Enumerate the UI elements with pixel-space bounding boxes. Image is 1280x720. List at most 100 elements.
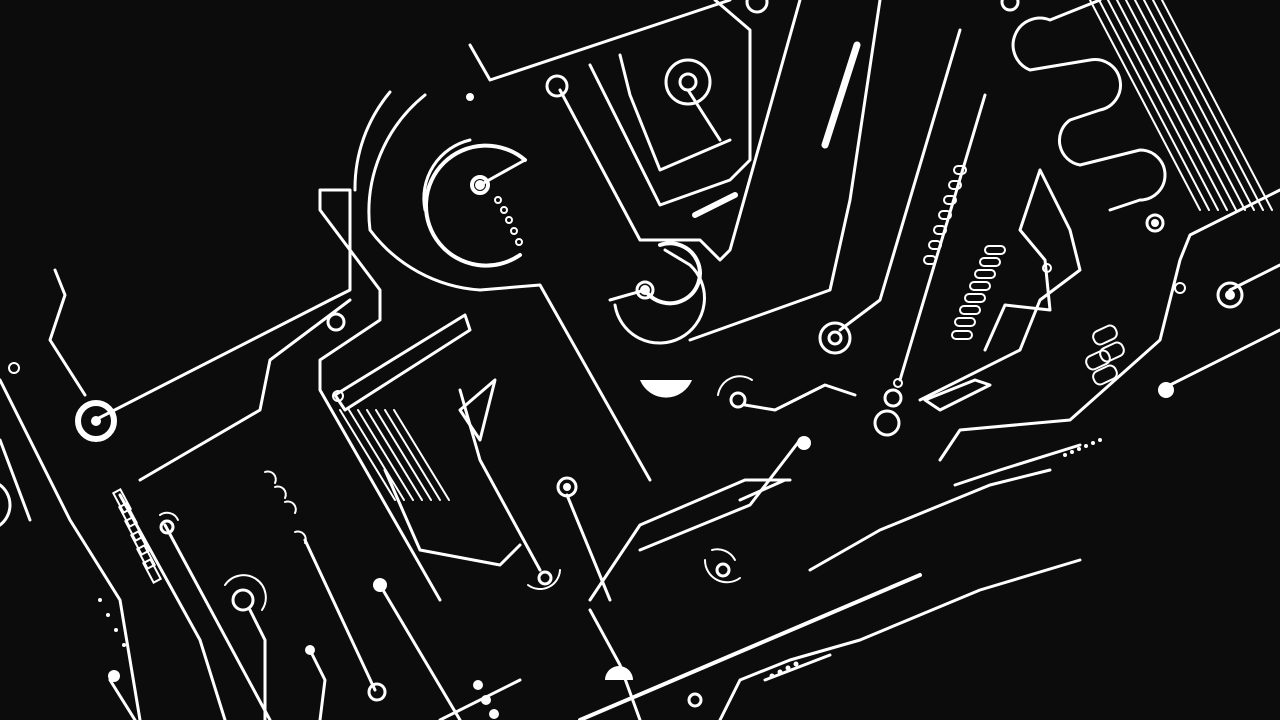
dot-pad <box>605 666 633 680</box>
dot-pad <box>1151 219 1159 227</box>
circuit-trace <box>303 538 377 692</box>
circuit-trace <box>1143 0 1255 211</box>
circuit-trace <box>738 478 787 502</box>
ring-pad <box>745 0 769 14</box>
circuit-trace <box>703 559 741 584</box>
circuit-trace <box>163 523 272 720</box>
ring-pad <box>545 74 569 98</box>
ring-pad <box>1000 0 1020 12</box>
circuit-trace <box>527 569 561 590</box>
circuit-trace <box>1158 328 1280 392</box>
ring-pad <box>928 240 942 250</box>
dot-pad <box>466 93 474 101</box>
dot-pad <box>108 670 120 682</box>
dot-pad <box>1225 290 1235 300</box>
dot-pad <box>640 380 692 398</box>
circuit-trace <box>1125 0 1237 211</box>
circuit-trace <box>1161 0 1273 211</box>
circuit-trace <box>357 409 414 501</box>
ring-pad <box>1092 324 1118 346</box>
circuit-trace <box>578 573 922 720</box>
ring-pad <box>123 516 145 542</box>
circuit-trace <box>48 268 87 397</box>
circuit-trace <box>643 241 702 306</box>
circuit-trace <box>438 678 522 720</box>
ring-pad <box>948 180 962 190</box>
circuit-trace <box>1134 0 1246 211</box>
ring-pad <box>938 210 952 220</box>
circuit-trace <box>1152 0 1264 211</box>
ring-pad <box>231 588 255 612</box>
ring-pad <box>873 409 901 437</box>
circuit-trace <box>1089 0 1201 211</box>
ring-pad <box>505 216 513 224</box>
circuit-trace <box>898 93 987 382</box>
ring-pad <box>494 196 502 204</box>
ring-pad <box>510 227 518 235</box>
dot-pad <box>473 680 483 690</box>
dot-pad <box>481 695 491 705</box>
circuit-trace <box>424 143 527 268</box>
dot-pad <box>1063 453 1067 457</box>
circuit-trace <box>274 485 287 499</box>
ring-pad <box>111 488 133 514</box>
circuit-trace <box>613 248 706 345</box>
ring-pad <box>969 281 991 291</box>
ring-pad <box>1092 364 1118 386</box>
ring-pad <box>953 165 967 175</box>
circuit-trace <box>608 288 647 302</box>
circuit-trace <box>348 409 405 501</box>
circuit-trace <box>333 313 472 412</box>
ring-pad <box>964 293 986 303</box>
dot-pad <box>122 643 126 647</box>
circuit-trace <box>367 93 652 482</box>
circuit-trace <box>308 648 327 720</box>
circuit-trace <box>558 0 802 262</box>
dot-pad <box>1070 450 1074 454</box>
ring-pad <box>943 195 957 205</box>
circuit-trace <box>565 493 612 602</box>
ring-pad <box>984 245 1006 255</box>
dot-pad <box>785 665 791 671</box>
ring-pad <box>715 562 731 578</box>
circuit-trace <box>588 608 642 720</box>
circuit-trace <box>383 468 522 567</box>
ring-pad <box>1085 349 1111 371</box>
ring-pad <box>954 317 976 327</box>
circuit-trace <box>953 443 1082 487</box>
dot-pad <box>769 673 775 679</box>
circuit-trace <box>1011 0 1167 212</box>
ring-pad <box>1174 282 1186 294</box>
ring-pad <box>470 175 490 195</box>
ring-pad <box>951 330 973 340</box>
circuit-trace <box>224 574 267 611</box>
dot-pad <box>1077 447 1081 451</box>
circuit-trace <box>918 168 1082 402</box>
circuit-trace <box>93 188 442 602</box>
ring-pad <box>332 390 344 402</box>
dot-pad <box>1091 441 1095 445</box>
ring-pad <box>515 238 523 246</box>
circuit-trace <box>422 138 472 212</box>
circuit-trace <box>638 438 802 552</box>
dot-pad <box>1158 382 1174 398</box>
ring-pad <box>933 225 947 235</box>
circuit-trace <box>366 409 423 501</box>
dot-pad <box>793 661 799 667</box>
dot-pad <box>1084 444 1088 448</box>
ring-pad <box>974 269 996 279</box>
ring-pad <box>141 558 163 584</box>
ring-pad <box>75 400 117 442</box>
dot-pad <box>489 709 499 719</box>
circuit-trace <box>468 0 732 82</box>
ring-pad <box>1042 263 1052 273</box>
circuit-trace <box>1107 0 1219 211</box>
dot-pad <box>305 645 315 655</box>
ring-pad <box>818 321 852 355</box>
ring-pad <box>556 476 578 498</box>
circuit-trace <box>248 608 267 720</box>
ring-pad <box>1099 341 1125 363</box>
dot-pad <box>797 436 811 450</box>
